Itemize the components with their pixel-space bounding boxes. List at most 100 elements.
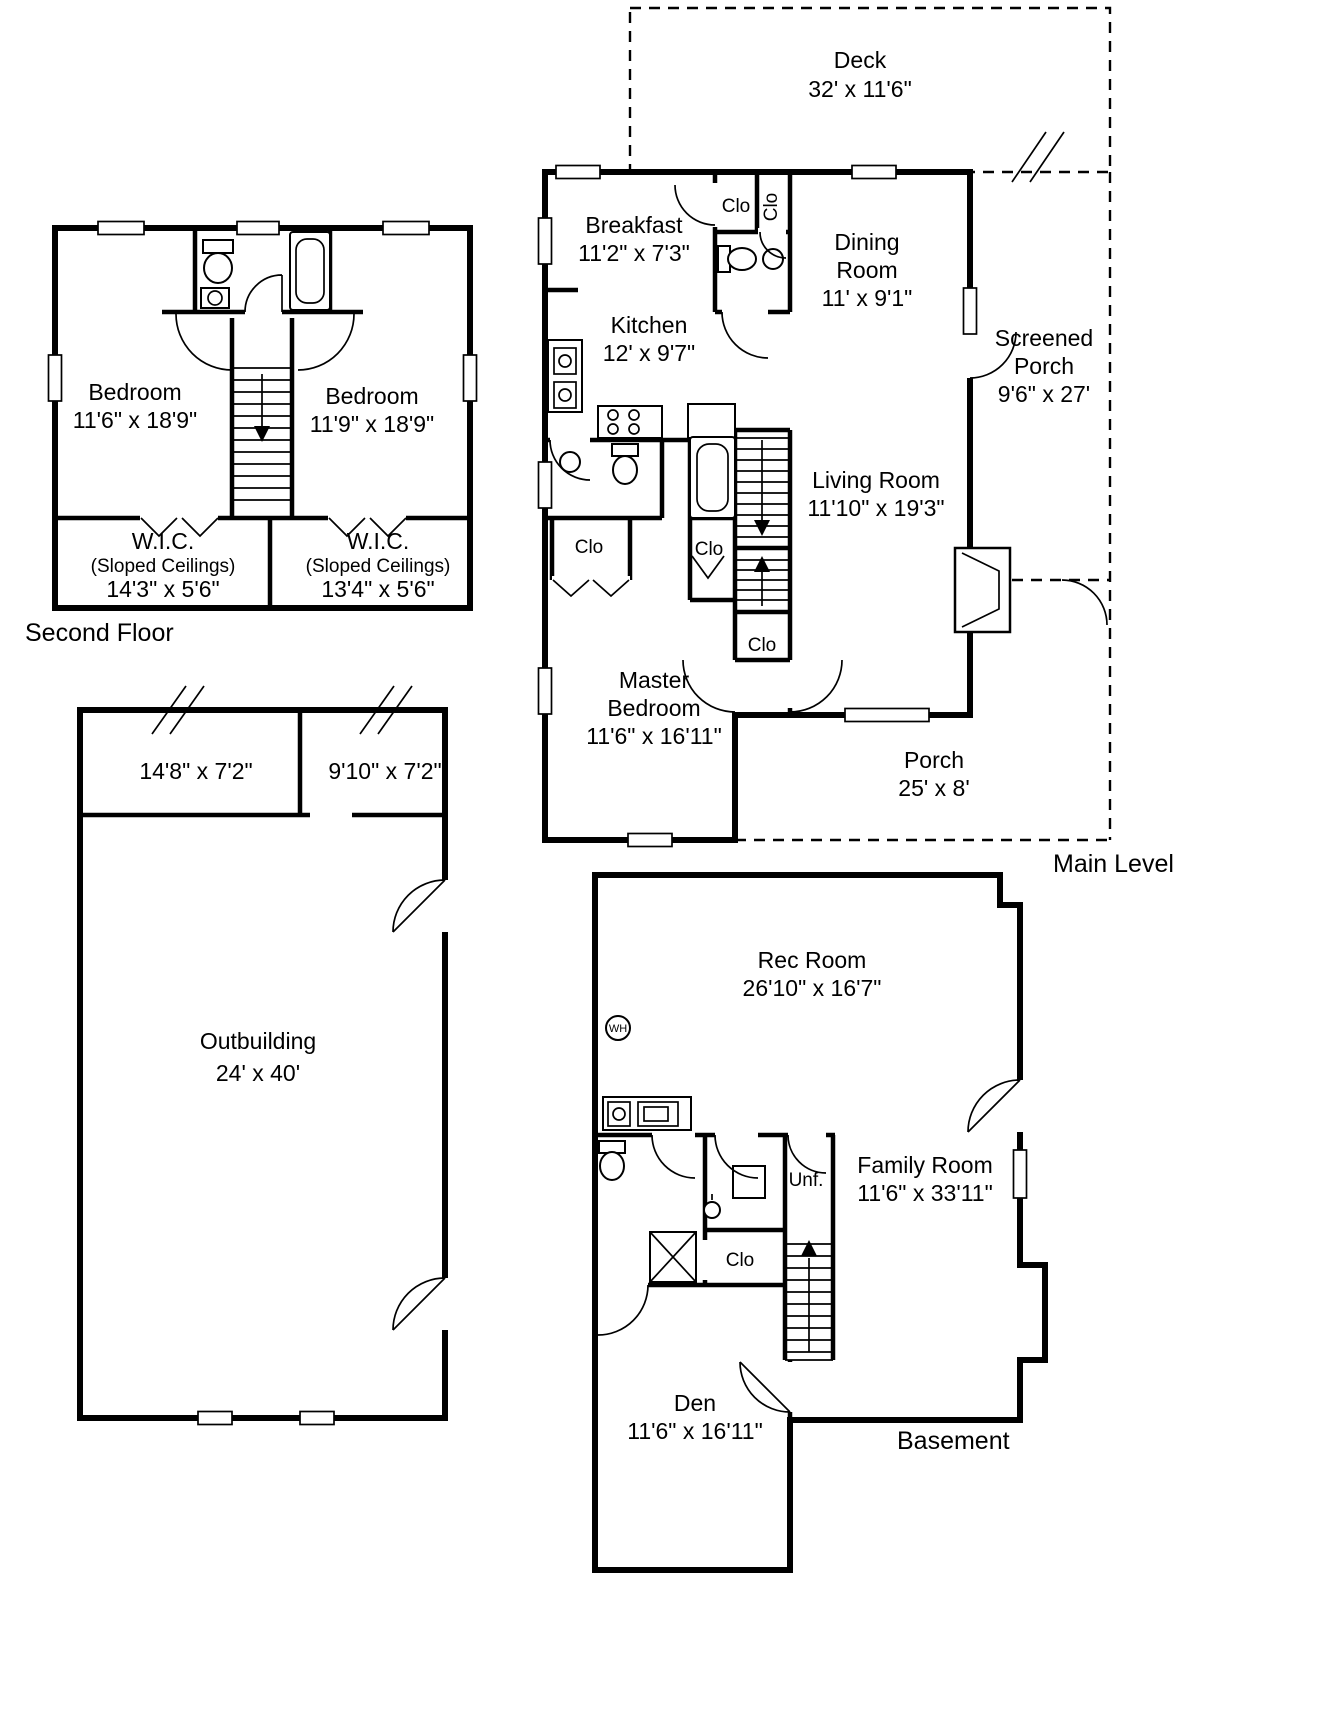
deck-label: Deck <box>834 47 887 73</box>
door-swing-icon <box>392 879 446 933</box>
window-icon <box>537 461 553 509</box>
door-swing-icon <box>651 1134 696 1179</box>
family-room-label: Family Room <box>857 1152 992 1178</box>
family-room-dims: 11'6" x 33'11" <box>857 1180 993 1206</box>
door-swing-icon <box>1061 579 1108 626</box>
porch-dims: 25' x 8' <box>898 775 969 801</box>
wall-break-icon <box>1011 131 1065 183</box>
closet-label: Clo <box>761 193 782 222</box>
opening-zigzag-icon <box>140 517 407 538</box>
sink-icon <box>200 287 230 309</box>
toilet-icon <box>717 245 757 273</box>
screened-porch-dims: 9'6" x 27' <box>998 381 1090 407</box>
wic-right-note: (Sloped Ceilings) <box>306 556 451 577</box>
stove-icon <box>597 405 663 439</box>
master-bedroom-dims: 11'6" x 16'11" <box>586 723 722 749</box>
wall-opening <box>140 513 218 523</box>
closet-label: Clo <box>695 539 724 560</box>
refrigerator-icon <box>687 403 736 439</box>
door-swing-icon <box>175 313 233 371</box>
door-gap <box>963 332 977 378</box>
outbuilding-label: Outbuilding <box>200 1028 316 1054</box>
window-icon <box>97 220 145 236</box>
main-level-outline <box>542 169 973 843</box>
wic-left-note: (Sloped Ceilings) <box>91 556 236 577</box>
basement-stairs-icon <box>785 1240 833 1353</box>
door-gap <box>758 228 786 236</box>
window-icon <box>844 707 930 723</box>
wic-right-label: W.I.C. <box>347 528 410 554</box>
bedroom-left-dims: 11'6" x 18'9" <box>73 407 197 433</box>
door-swing-icon <box>392 1277 446 1331</box>
kitchen-label: Kitchen <box>611 312 688 338</box>
den-dims: 11'6" x 16'11" <box>627 1418 763 1444</box>
outbuilding-dims: 24' x 40' <box>216 1060 300 1086</box>
door-gap <box>711 183 719 227</box>
water-heater-label: WH <box>609 1023 627 1035</box>
closet-label: Clo <box>575 537 604 558</box>
kitchenette-counter-icon <box>602 1096 692 1131</box>
second-floor-plan: Bedroom 11'6" x 18'9" Bedroom 11'9" x 18… <box>25 220 478 647</box>
wic-right-dims: 13'4" x 5'6" <box>321 576 434 602</box>
door-gap <box>1014 1080 1026 1132</box>
window-icon <box>962 287 978 335</box>
window-icon <box>555 164 601 180</box>
sump-pump-icon <box>703 1194 721 1219</box>
window-icon <box>537 217 553 265</box>
wall-opening <box>328 513 406 523</box>
window-icon <box>627 832 673 848</box>
bedroom-left-label: Bedroom <box>88 379 181 405</box>
porch-label: Porch <box>904 747 964 773</box>
unfinished-label: Unf. <box>789 1170 824 1191</box>
second-floor-stairs-icon <box>232 367 292 501</box>
deck-dims: 32' x 11'6" <box>808 76 911 102</box>
dining-room-dims: 11' x 9'1" <box>822 285 913 311</box>
door-gap <box>784 1362 796 1412</box>
breakfast-dims: 11'2" x 7'3" <box>578 240 690 266</box>
toilet-icon <box>611 443 639 485</box>
basement-outline <box>592 872 1048 1573</box>
rec-room-dims: 26'10" x 16'7" <box>743 975 882 1001</box>
closet-label: Clo <box>748 635 777 656</box>
master-bedroom-label2: Bedroom <box>607 695 700 721</box>
stairs-down-arrow-icon <box>754 520 770 536</box>
water-heater-icon: WH <box>605 1015 631 1041</box>
window-icon <box>462 354 478 402</box>
main-level-title: Main Level <box>1053 850 1174 878</box>
door-gap <box>437 1278 451 1330</box>
window-icon <box>236 220 280 236</box>
stairs-up-arrow-icon <box>801 1240 817 1256</box>
dining-room-label: Dining <box>834 229 899 255</box>
outbuilding-outline <box>77 707 448 1421</box>
basement-plan: WH <box>592 872 1048 1573</box>
door-swing-icon <box>597 1284 649 1336</box>
door-gap <box>437 880 451 932</box>
bedroom-right-label: Bedroom <box>325 383 418 409</box>
opening-zigzag-icon <box>552 579 630 598</box>
opening-zigzag-icon <box>691 555 725 580</box>
bedroom-right-dims: 11'9" x 18'9" <box>310 411 434 437</box>
door-gap <box>701 1240 709 1280</box>
shower-icon <box>649 1231 697 1283</box>
outbuilding-interior-walls <box>80 710 445 818</box>
wic-left-dims: 14'3" x 5'6" <box>106 576 219 602</box>
utility-box-icon <box>732 1165 766 1199</box>
outbuilding-room-left-dims: 14'8" x 7'2" <box>139 758 252 784</box>
main-level-plan: Deck 32' x 11'6" Breakfast 11'2" x 7'3" … <box>537 6 1174 878</box>
breakfast-label: Breakfast <box>585 212 683 238</box>
door-swing-icon <box>674 184 716 226</box>
closet-opening <box>552 576 630 584</box>
door-swing-icon <box>244 274 283 313</box>
window-icon <box>299 1410 335 1426</box>
living-room-label: Living Room <box>812 467 940 493</box>
door-swing-icon <box>682 659 736 713</box>
door-swing-icon <box>969 331 1017 379</box>
window-icon <box>851 164 897 180</box>
dining-room-label2: Room <box>836 257 897 283</box>
den-label: Den <box>674 1390 716 1416</box>
main-level-stairs-icon <box>735 437 790 606</box>
second-floor-title: Second Floor <box>25 619 174 647</box>
kitchen-dims: 12' x 9'7" <box>603 340 695 366</box>
